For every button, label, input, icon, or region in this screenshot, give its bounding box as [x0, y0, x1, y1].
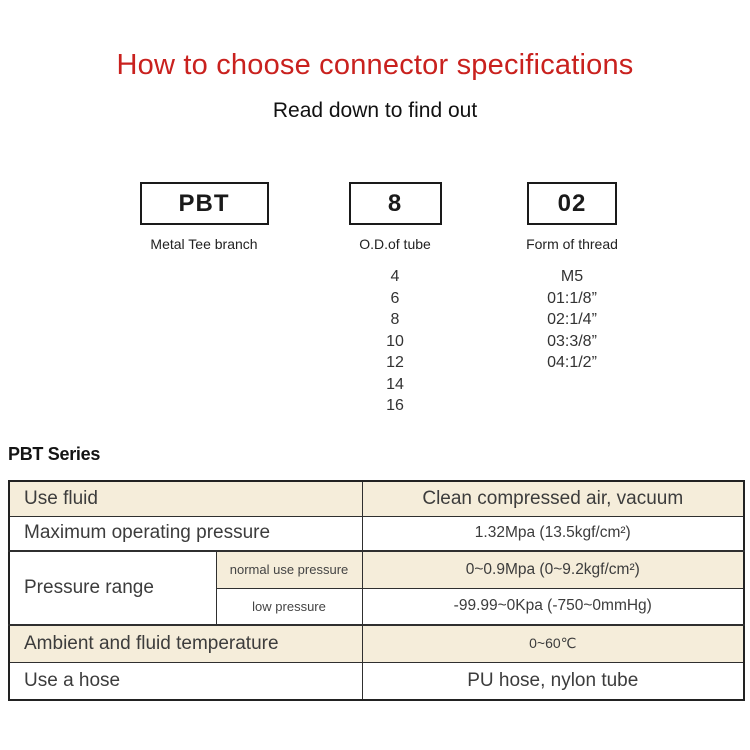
spec-sub-label: low pressure: [215, 587, 363, 626]
spec-value: 1.32Mpa (13.5kgf/cm²): [361, 515, 745, 552]
list-item: 10: [386, 332, 404, 350]
list-item: 4: [390, 268, 400, 285]
spec-label: Use a hose: [8, 661, 363, 701]
thread-code-box: 02: [527, 182, 617, 225]
series-code-label: Metal Tee branch: [150, 236, 258, 252]
spec-label: Pressure range: [8, 550, 217, 626]
spec-value: 0~0.9Mpa (0~9.2kgf/cm²): [361, 550, 745, 589]
table-row: Ambient and fluid temperature 0~60℃: [8, 624, 745, 663]
page-title: How to choose connector specifications: [116, 49, 634, 81]
thread-label: Form of thread: [526, 236, 618, 252]
page-subtitle: Read down to find out: [272, 99, 478, 122]
thread-options: M5 01:1/8” 02:1/4” 03:3/8” 04:1/2”: [547, 266, 597, 374]
tube-od-label: O.D.of tube: [359, 236, 431, 252]
list-item: 03:3/8”: [547, 332, 597, 350]
list-item: 12: [386, 354, 404, 371]
spec-value: PU hose, nylon tube: [361, 661, 745, 701]
selector-column-series: PBT Metal Tee branch: [104, 182, 304, 252]
spec-table: Use fluid Clean compressed air, vacuum M…: [8, 480, 746, 701]
spec-label: Maximum operating pressure: [8, 515, 363, 552]
list-item: 04:1/2”: [547, 354, 597, 371]
spec-label: Ambient and fluid temperature: [8, 624, 363, 663]
spec-value: Clean compressed air, vacuum: [361, 480, 745, 517]
list-item: 6: [390, 289, 400, 307]
tube-od-code: 8: [387, 189, 403, 217]
spec-value: 0~60℃: [361, 624, 745, 663]
table-row: Maximum operating pressure 1.32Mpa (13.5…: [8, 515, 745, 552]
table-row: Pressure range normal use pressure 0~0.9…: [8, 550, 745, 626]
series-heading: PBT Series: [8, 444, 101, 464]
selector-column-thread: 02 Form of thread M5 01:1/8” 02:1/4” 03:…: [492, 182, 652, 374]
table-row: low pressure -99.99~0Kpa (-750~0mmHg): [9, 587, 745, 626]
list-item: 01:1/8”: [547, 289, 597, 307]
list-item: 16: [386, 397, 404, 414]
list-item: 14: [386, 375, 404, 393]
list-item: M5: [560, 268, 584, 285]
table-row: Use fluid Clean compressed air, vacuum: [8, 480, 745, 517]
tube-od-options: 4 6 8 10 12 14 16: [386, 266, 404, 417]
table-row: Use a hose PU hose, nylon tube: [8, 661, 745, 701]
series-code-box: PBT: [139, 182, 269, 225]
list-item: 02:1/4”: [547, 311, 597, 328]
spec-sub-label: normal use pressure: [215, 550, 363, 589]
spec-value: -99.99~0Kpa (-750~0mmHg): [361, 587, 745, 626]
selector-column-tube-od: 8 O.D.of tube 4 6 8 10 12 14 16: [325, 182, 465, 417]
thread-code: 02: [557, 189, 587, 217]
list-item: 8: [390, 311, 400, 328]
spec-label: Use fluid: [8, 480, 363, 517]
series-code: PBT: [178, 189, 230, 217]
tube-od-code-box: 8: [348, 182, 442, 225]
